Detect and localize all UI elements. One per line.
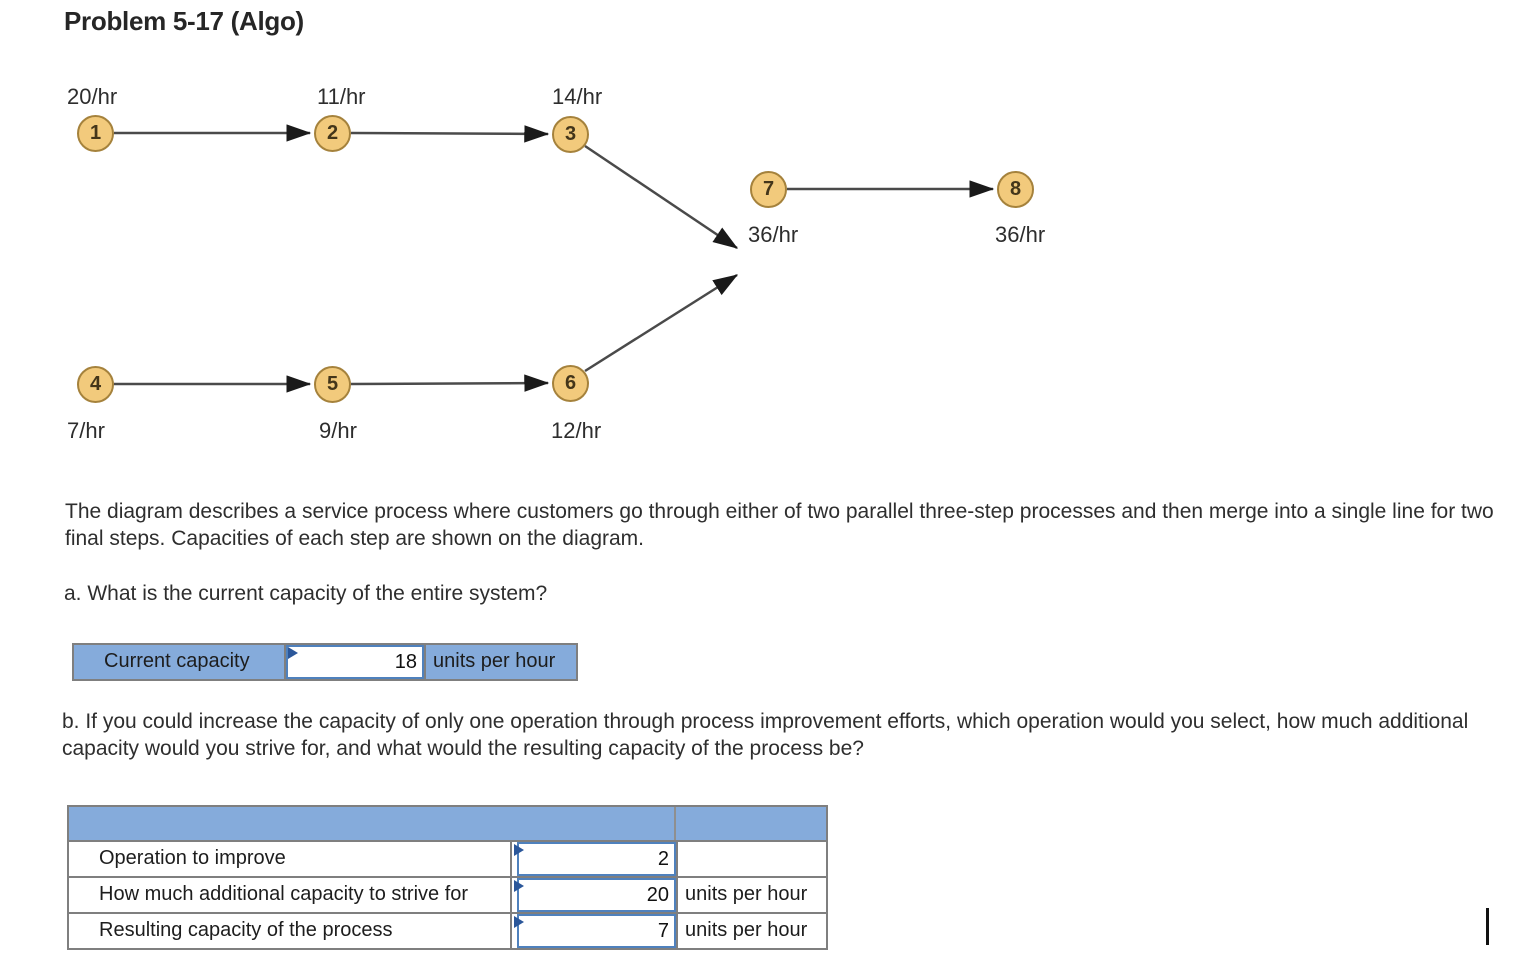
input-cell	[512, 842, 676, 876]
input-cell	[512, 914, 676, 948]
question-a-prompt: a. What is the current capacity of the e…	[64, 582, 548, 605]
row-label: How much additional capacity to strive f…	[69, 878, 512, 912]
process-node-7: 7	[750, 171, 787, 208]
node-number: 5	[326, 373, 339, 395]
row-label: Resulting capacity of the process	[69, 914, 512, 948]
process-node-1: 1	[77, 115, 114, 152]
header-cell-units	[676, 807, 826, 840]
process-node-8: 8	[997, 171, 1034, 208]
current-capacity-table: Current capacity units per hour	[72, 643, 578, 681]
current-capacity-input-cell	[286, 645, 424, 679]
current-capacity-unit: units per hour	[424, 645, 576, 679]
node-number: 1	[89, 122, 102, 144]
process-node-6: 6	[552, 365, 589, 402]
process-node-3: 3	[552, 116, 589, 153]
page-title: Problem 5-17 (Algo)	[64, 6, 304, 36]
capacity-label-7: 36/hr	[748, 222, 799, 247]
node-number: 3	[564, 123, 577, 145]
current-capacity-label: Current capacity	[74, 645, 286, 679]
process-node-2: 2	[314, 115, 351, 152]
header-cell-main	[69, 807, 676, 840]
process-node-4: 4	[77, 366, 114, 403]
text-cursor	[1486, 908, 1489, 945]
node-number: 4	[89, 373, 102, 395]
node-number: 8	[1009, 178, 1022, 200]
process-node-5: 5	[314, 366, 351, 403]
node-number: 2	[326, 122, 339, 144]
capacity-label-5: 9/hr	[319, 418, 357, 443]
capacity-label-6: 12/hr	[551, 418, 602, 443]
input-flag-icon	[514, 880, 524, 892]
input-cell	[512, 878, 676, 912]
table-row-additional-capacity: How much additional capacity to strive f…	[69, 876, 826, 912]
row-label: Operation to improve	[69, 842, 512, 876]
operation-to-improve-input[interactable]	[517, 842, 676, 876]
table-row-resulting-capacity: Resulting capacity of the process units …	[69, 912, 826, 948]
capacity-label-2: 11/hr	[317, 84, 366, 109]
resulting-capacity-input[interactable]	[517, 914, 676, 948]
input-flag-icon	[288, 647, 298, 659]
flow-arrows	[114, 124, 995, 393]
node-number: 6	[564, 372, 577, 394]
improvement-table: Operation to improve How much additional…	[67, 805, 828, 950]
capacity-label-8: 36/hr	[995, 222, 1046, 247]
row-unit: units per hour	[676, 914, 826, 948]
intro-paragraph: The diagram describes a service process …	[65, 500, 1494, 550]
current-capacity-input[interactable]	[286, 645, 424, 679]
capacity-label-4: 7/hr	[67, 418, 105, 443]
capacity-label-3: 14/hr	[552, 84, 603, 109]
input-flag-icon	[514, 916, 524, 928]
process-flow-diagram: 1 2 3 4 5 6 7 8 20/hr 11/hr 14/hr 7/hr 9…	[0, 0, 1120, 470]
node-number: 7	[762, 178, 775, 200]
row-unit	[676, 842, 826, 876]
row-unit: units per hour	[676, 878, 826, 912]
improvement-table-header	[69, 807, 826, 840]
table-row-operation-to-improve: Operation to improve	[69, 840, 826, 876]
additional-capacity-input[interactable]	[517, 878, 676, 912]
capacity-label-1: 20/hr	[67, 84, 118, 109]
question-b-prompt: b. If you could increase the capacity of…	[62, 710, 1469, 760]
input-flag-icon	[514, 844, 524, 856]
